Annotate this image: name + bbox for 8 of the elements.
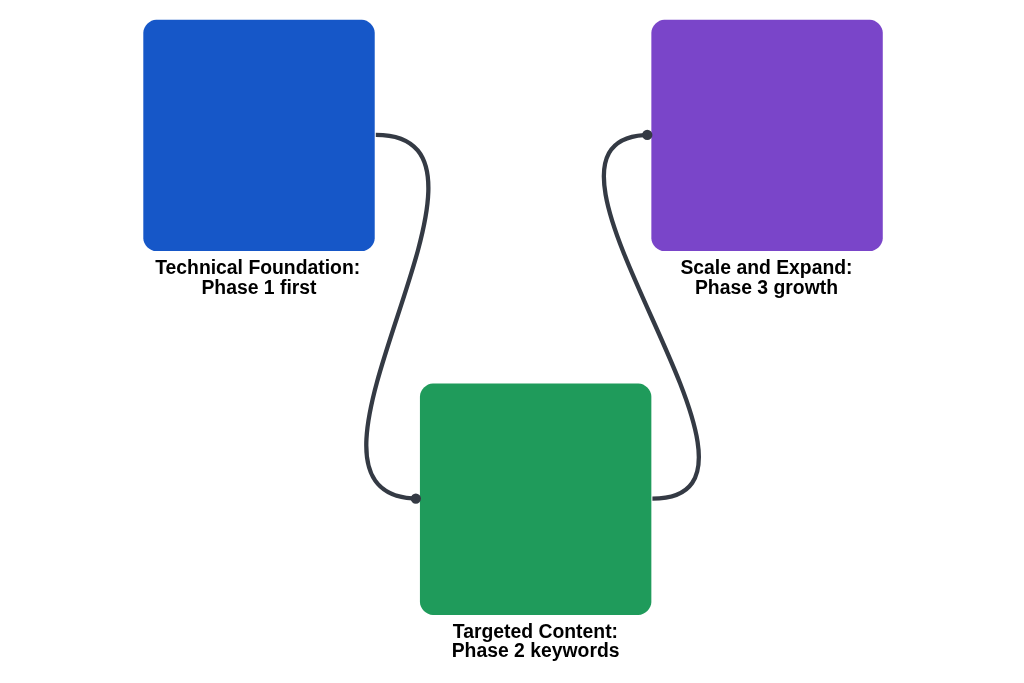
node-label: Scale and Expand: Phase 3 growth	[679, 256, 853, 298]
node-box	[650, 19, 883, 252]
connector	[602, 129, 700, 501]
connector	[363, 132, 430, 504]
node-label: Technical Foundation: Phase 1 first	[154, 256, 360, 298]
node-label: Targeted Content: Phase 2 keywords	[451, 619, 620, 662]
node-box	[419, 383, 651, 615]
node-box	[142, 19, 375, 252]
